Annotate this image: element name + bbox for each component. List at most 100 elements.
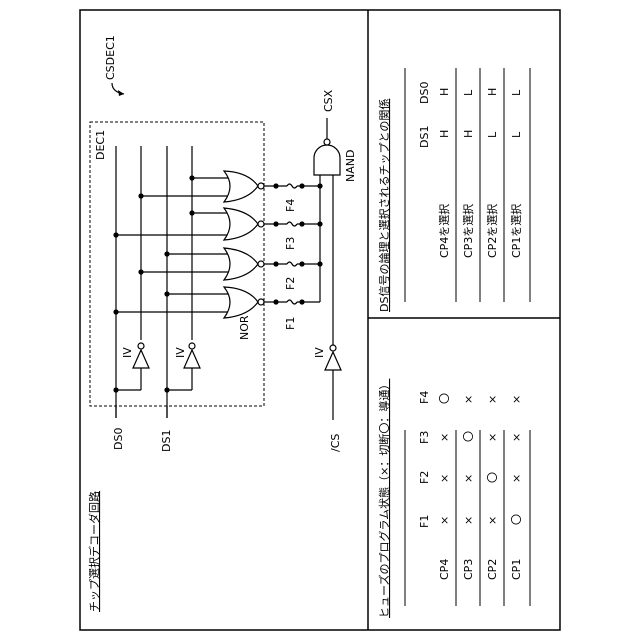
fuse-col-f3: F3: [418, 431, 431, 444]
fuse-program-table: ヒューズのプログラム状態（×：切断〇：導通） F1 F2 F3 F4 CP4 ×…: [377, 379, 530, 618]
fuse-terminal: [273, 183, 278, 188]
fuse-col-f1: F1: [418, 515, 431, 528]
inverter-cs-bubble: [330, 345, 336, 351]
ds-col-ds1: DS1: [418, 126, 431, 148]
fuse-f1-label: F1: [284, 317, 297, 330]
inverter-ds1-bubble: [189, 343, 195, 349]
ref-leader-arrow: [118, 90, 124, 96]
fuse-cell: ×: [462, 474, 475, 483]
fuse-row-label: CP4: [438, 559, 451, 580]
fuse-f4: [287, 184, 297, 188]
circuit-ref-label: CSDEC1: [104, 35, 117, 80]
junction-dot: [138, 193, 143, 198]
ds1-input-label: DS1: [160, 430, 173, 452]
junction-dot: [317, 221, 322, 226]
ds-cell: H: [486, 88, 499, 96]
fuse-cell: ×: [486, 516, 499, 525]
nor-gate-1: [224, 287, 258, 318]
fuse-row-3: [264, 221, 320, 226]
junction-dot: [189, 210, 194, 215]
fuse-cell: ×: [486, 395, 499, 404]
fuse-f3: [287, 222, 297, 226]
inverter-ds0-bubble: [138, 343, 144, 349]
fuse-terminal: [299, 221, 304, 226]
junction-dot: [317, 261, 322, 266]
junction-dot: [189, 175, 194, 180]
junction-dot: [164, 251, 169, 256]
fuse-cell: ×: [510, 395, 523, 404]
inverter-ds1-label: IV: [174, 347, 187, 358]
outer-frame: [80, 10, 560, 630]
junction-dot: [113, 309, 118, 314]
fuse-col-f4: F4: [418, 391, 431, 404]
ds-row-label: CP2を選択: [485, 204, 499, 258]
ds-cell: H: [438, 88, 451, 96]
fuse-row-1: [264, 299, 320, 304]
nand-gate-bubble: [324, 139, 330, 145]
ds-cell: H: [462, 130, 475, 138]
fuse-table-title: ヒューズのプログラム状態（×：切断〇：導通）: [377, 379, 391, 618]
junction-dot: [138, 269, 143, 274]
inverter-ds0: [133, 350, 149, 368]
nor-gate-2-bubble: [258, 261, 264, 267]
ds-row-label: CP1を選択: [509, 204, 523, 258]
nor-gate-1-bubble: [258, 299, 264, 305]
nor-gate-3-bubble: [258, 221, 264, 227]
circuit-title: チップ選択デコーダ回路: [87, 491, 101, 612]
fuse-cell: ×: [438, 516, 451, 525]
fuse-cell: ×: [462, 516, 475, 525]
fuse-cell: ×: [486, 433, 499, 442]
ds-cell: L: [462, 89, 475, 96]
fuse-f2-label: F2: [284, 277, 297, 290]
fuse-terminal: [299, 183, 304, 188]
nor-gate-2: [224, 248, 258, 280]
fuse-terminal: [299, 299, 304, 304]
inverter-cs: [325, 352, 341, 370]
fuse-terminal: [273, 221, 278, 226]
fuse-cell: ×: [510, 433, 523, 442]
junction-dot: [164, 387, 169, 392]
ref-leader: [112, 83, 124, 94]
nor-gate-3: [224, 208, 258, 240]
ds-logic-table: DS信号の論理と選択されるチップとの関係 DS1 DS0 CP4を選択 H H …: [377, 68, 530, 312]
nor-gate-4: [224, 171, 258, 202]
ds-cell: L: [510, 131, 523, 138]
fuse-f2: [287, 262, 297, 266]
fuse-terminal: [273, 299, 278, 304]
fuse-row-label: CP3: [462, 559, 475, 580]
fuse-cell: ×: [462, 395, 475, 404]
fuse-terminal: [299, 261, 304, 266]
fuse-cell: ×: [510, 474, 523, 483]
junction-dot: [113, 232, 118, 237]
junction-dot: [164, 291, 169, 296]
ds0-input-label: DS0: [112, 428, 125, 450]
nor-label: NOR: [238, 315, 251, 340]
nor-gate-4-bubble: [258, 183, 264, 189]
decoder-circuit: CSDEC1 DEC1 DS0 DS1 /CS IV IV: [87, 35, 357, 612]
fuse-cell: 〇: [438, 393, 451, 404]
ds-cell: L: [486, 131, 499, 138]
fuse-row-2: [264, 261, 320, 266]
fuse-cell: 〇: [510, 514, 523, 525]
fuse-cell: ×: [438, 474, 451, 483]
fuse-f3-label: F3: [284, 237, 297, 250]
fuse-col-f2: F2: [418, 471, 431, 484]
junction-dot: [113, 387, 118, 392]
ds-cell: H: [438, 130, 451, 138]
inverter-ds0-label: IV: [121, 347, 134, 358]
dec1-label: DEC1: [94, 130, 107, 160]
nand-gate: [314, 145, 340, 175]
inverter-cs-label: IV: [313, 347, 326, 358]
fuse-cell: ×: [438, 433, 451, 442]
fuse-cell: 〇: [462, 431, 475, 442]
fuse-row-label: CP1: [510, 559, 523, 580]
junction-dot: [317, 183, 322, 188]
ds-cell: L: [510, 89, 523, 96]
fuse-terminal: [273, 261, 278, 266]
fuse-cell: 〇: [486, 472, 499, 483]
fuse-row-4: [264, 183, 320, 188]
ds-row-label: CP4を選択: [437, 204, 451, 258]
ds-col-ds0: DS0: [418, 82, 431, 104]
cs-input-label: /CS: [329, 434, 342, 452]
